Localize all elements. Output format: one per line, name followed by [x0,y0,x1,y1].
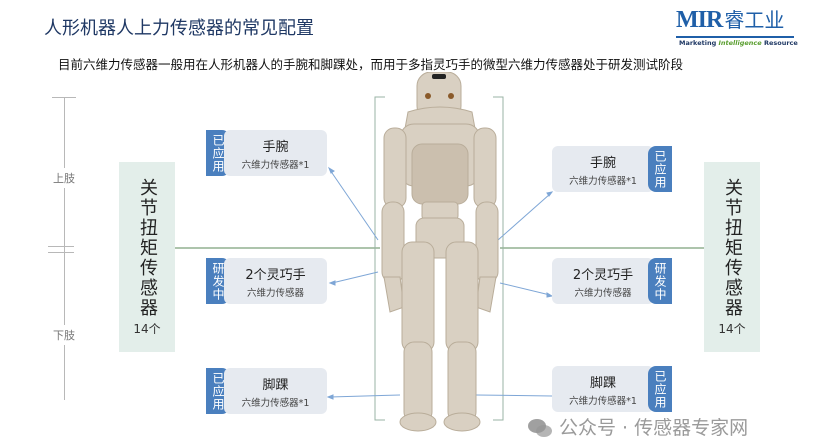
logo-cn: 睿工业 [724,8,785,32]
bracket-mid [48,246,74,247]
upper-limb-label: 上肢 [49,168,79,188]
status-badge: 已应用 [648,366,672,412]
card-sub: 六维力传感器 [246,287,304,299]
card-sub: 六维力传感器*1 [569,175,637,187]
card-sub: 六维力传感器*1 [241,159,310,171]
watermark: 公众号 · 传感器专家网 [527,416,748,440]
lower-limb-label: 下肢 [49,325,79,345]
left-card-hand: 研发中 2个灵巧手六维力传感器 [206,258,327,304]
card-sub: 六维力传感器*1 [241,397,310,409]
joint-torque-sensor-box-left: 关节扭矩传感器 14个 [119,162,175,352]
card-name: 脚踝 [262,377,289,393]
right-card-ankle: 脚踝六维力传感器*1 已应用 [552,366,672,412]
joint-count: 14个 [133,321,161,336]
card-name: 2个灵巧手 [572,267,634,283]
card-name: 手腕 [262,139,289,155]
logo-bar [676,36,794,38]
card-name: 手腕 [589,155,616,171]
card-sub: 六维力传感器 [574,287,632,299]
joint-torque-sensor-box-right: 关节扭矩传感器 14个 [704,162,760,352]
subtitle: 目前六维力传感器一般用在人形机器人的手腕和脚踝处，而用于多指灵巧手的微型六维力传… [58,57,684,72]
status-badge: 已应用 [648,146,672,192]
watermark-text: 公众号 · 传感器专家网 [559,417,749,439]
bracket-mid2 [48,252,74,253]
card-name: 脚踝 [589,375,616,391]
page-title: 人形机器人上力传感器的常见配置 [44,18,314,39]
logo-mir: MIR [676,7,723,33]
limb-axis [64,97,65,400]
right-card-wrist: 手腕六维力传感器*1 已应用 [552,146,672,192]
joint-title: 关节扭矩传感器 [137,177,158,318]
status-badge: 研发中 [648,258,672,304]
humanoid-robot-image [381,72,499,432]
left-card-ankle: 已应用 脚踝六维力传感器*1 [206,368,327,414]
logo-tagline: Marketing Intelligence Resource [679,39,798,47]
joint-count: 14个 [718,321,746,336]
left-card-wrist: 已应用 手腕六维力传感器*1 [206,130,327,176]
card-sub: 六维力传感器*1 [569,395,637,407]
wechat-icon [528,419,552,437]
joint-title: 关节扭矩传感器 [722,177,743,318]
right-card-hand: 2个灵巧手六维力传感器 研发中 [552,258,672,304]
card-name: 2个灵巧手 [245,267,306,283]
